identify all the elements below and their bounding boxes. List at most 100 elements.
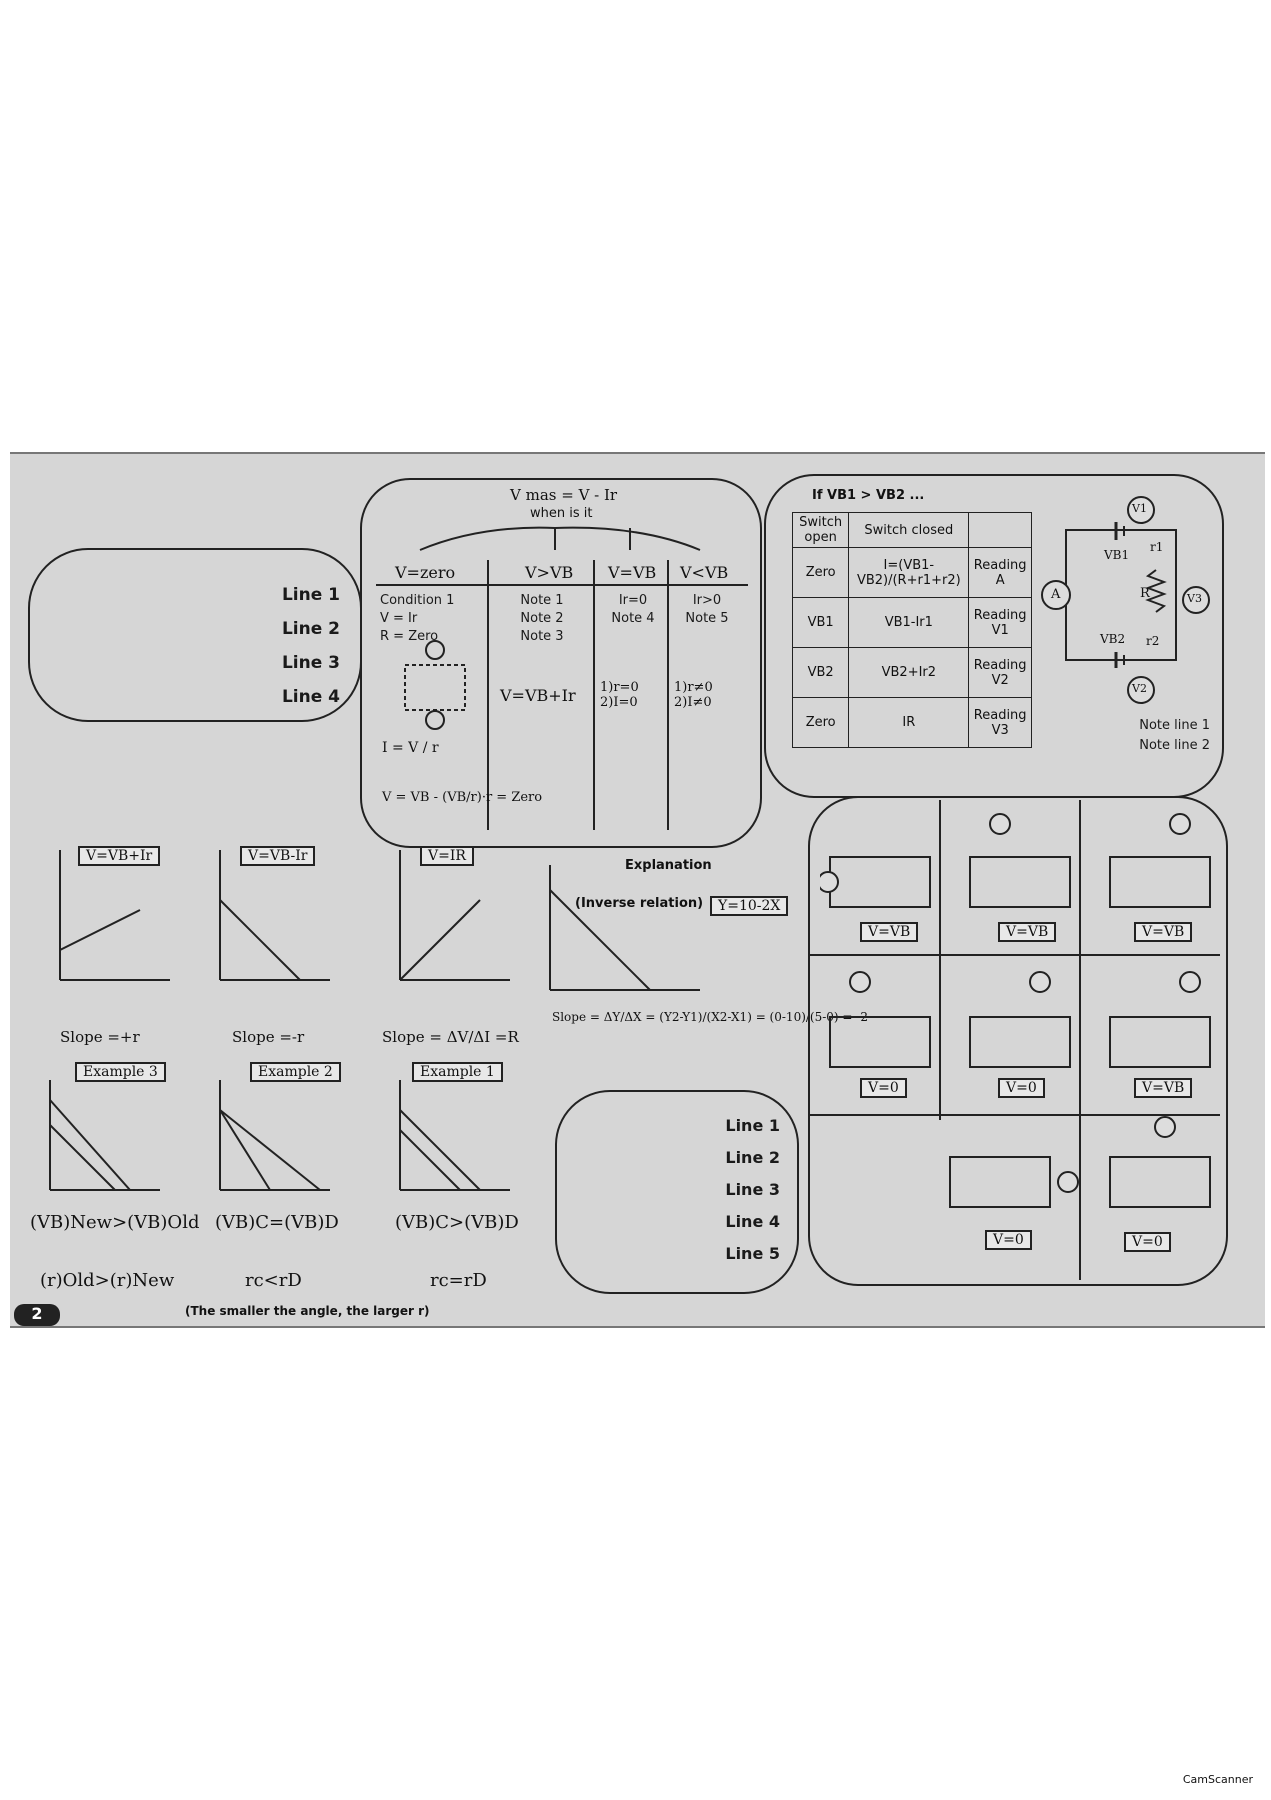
graph-2-box: V=VB-Ir [240,846,316,866]
formula-4: 1)r≠0 2)I≠0 [674,680,713,710]
graph-5-bottom1: (VB)C=(VB)D [215,1212,339,1233]
graph-3-label: V=IR [420,846,474,866]
graph-2-slope: Slope =-r [232,1028,305,1046]
table-cell: I=(VB1-VB2)/(R+r1+r2) [848,547,970,598]
graph-6-bottom1: (VB)C>(VB)D [395,1212,519,1233]
table-cell: VB1 [791,597,850,648]
poem-line: Line 4 [281,687,340,707]
circuit-icons [820,813,1211,1208]
circuit-icon [404,640,466,730]
circuit-result-5: V=0 [998,1078,1045,1098]
angle-note: (The smaller the angle, the larger r) [185,1304,430,1318]
circuit-label-v2: V2 [1132,682,1147,695]
center-arrows [419,526,701,551]
right-notes: Note line 1 Note line 2 [790,716,1210,756]
graph-row-2 [49,1080,510,1191]
graph-3-slope: Slope = ΔV/ΔI =R [382,1028,519,1046]
col-text: Condition 1 [380,593,455,608]
graph-2-label: V=VB-Ir [240,846,316,866]
circuit-label-vb2: VB2 [1100,632,1126,646]
circuit-label-r1: r1 [1150,540,1164,554]
result-box: V=0 [860,1078,907,1098]
circuit-label-vb1: VB1 [1104,548,1130,562]
circuits-bubble [808,796,1228,1286]
col-body-1: Condition 1 V = Ir R = Zero [380,592,488,646]
table-cell: VB2 [791,647,850,698]
table-header [968,512,1032,548]
col-text: Note 5 [685,611,729,626]
result-box: V=0 [985,1230,1032,1250]
table-cell: Reading V2 [968,647,1032,698]
example-title: Explanation [625,858,712,873]
poem-bubble-bottom [555,1090,799,1294]
example-eq-box: Y=10-2X [710,896,789,916]
col-text: Note 1 [520,593,564,608]
graph-4-bottom1: (VB)New>(VB)Old [30,1212,200,1233]
col-text: Note 3 [520,629,564,644]
table-header: Switch closed [848,512,970,548]
table-header: Switch open [791,512,850,548]
poem-line: Line 4 [725,1212,780,1231]
table-cell: Reading V3 [968,697,1032,748]
result-box: V=0 [1124,1232,1171,1252]
col-body-4: Ir>0 Note 5 [672,592,742,628]
table-cell: Reading A [968,547,1032,598]
graph-5-label: Example 2 [250,1062,341,1082]
circuit-result-3: V=VB [1134,922,1193,942]
table-cell: Zero [791,547,850,598]
graph-6-label: Example 1 [412,1062,503,1082]
circuit-result-2: V=VB [998,922,1057,942]
graph-4-box: Example 3 [75,1062,166,1082]
poem-line: Line 2 [281,619,340,639]
graph-6-bottom2: rc=rD [430,1270,487,1291]
bottom-formula: V = VB - (VB/r)·r = Zero [382,790,543,805]
example-note: (Inverse relation) [575,896,704,911]
note-line: Note line 1 [1139,718,1210,733]
col-body-3: Ir=0 Note 4 [598,592,668,628]
circuit-result-6: V=VB [1134,1078,1193,1098]
graph-1-slope: Slope =+r [60,1028,140,1046]
circuits-grid-lines [810,800,1220,1280]
poem-line: Line 1 [725,1116,780,1135]
result-box: V=0 [998,1078,1045,1098]
center-title: V mas = V - Ir [510,486,618,504]
graph-1-label: V=VB+Ir [78,846,161,866]
poem-bottom: Line 1 Line 2 Line 3 Line 4 Line 5 [565,1110,780,1270]
col-head-4: V<VB [680,563,729,582]
scanner-footer: CamScanner [1182,1773,1253,1786]
example-graph [549,865,700,991]
formula-2: V=VB+Ir [500,686,576,705]
graph-6-box: Example 1 [412,1062,503,1082]
graph-5-box: Example 2 [250,1062,341,1082]
col-text: Ir>0 [692,593,722,608]
circuit-label-r2: r2 [1146,634,1160,648]
center-subtitle: when is it [530,506,593,521]
col-text: Note 2 [520,611,564,626]
col-head-1: V=zero [395,563,456,582]
poem-line: Line 1 [281,585,340,605]
example-eq: Y=10-2X [710,896,789,916]
circuit-result-1: V=VB [860,922,919,942]
result-box: V=VB [1134,1078,1193,1098]
circuit-label-v3: V3 [1187,592,1202,605]
formula-1: I = V / r [382,740,439,756]
note-line: Note line 2 [1139,738,1210,753]
center-bubble [360,478,762,848]
circuit-result-8: V=0 [1124,1232,1171,1252]
table-cell: Zero [791,697,850,748]
graph-row-1 [59,850,510,981]
poem-line: Line 2 [725,1148,780,1167]
result-box: V=VB [998,922,1057,942]
result-box: V=VB [860,922,919,942]
poem-line: Line 3 [725,1180,780,1199]
table-cell: VB1-Ir1 [848,597,970,648]
page-number-badge: 2 [14,1304,60,1326]
table-cell: IR [848,697,970,748]
poem-line: Line 5 [725,1244,780,1263]
formula-3: 1)r=0 2)I=0 [600,680,639,710]
graph-4-bottom2: (r)Old>(r)New [40,1270,175,1291]
col-text: Ir=0 [618,593,648,608]
example-slope: Slope = ΔY/ΔX = (Y2-Y1)/(X2-X1) = (0-10)… [552,1010,868,1024]
circuit-label-a: A [1051,587,1061,602]
col-head-3: V=VB [608,563,657,582]
